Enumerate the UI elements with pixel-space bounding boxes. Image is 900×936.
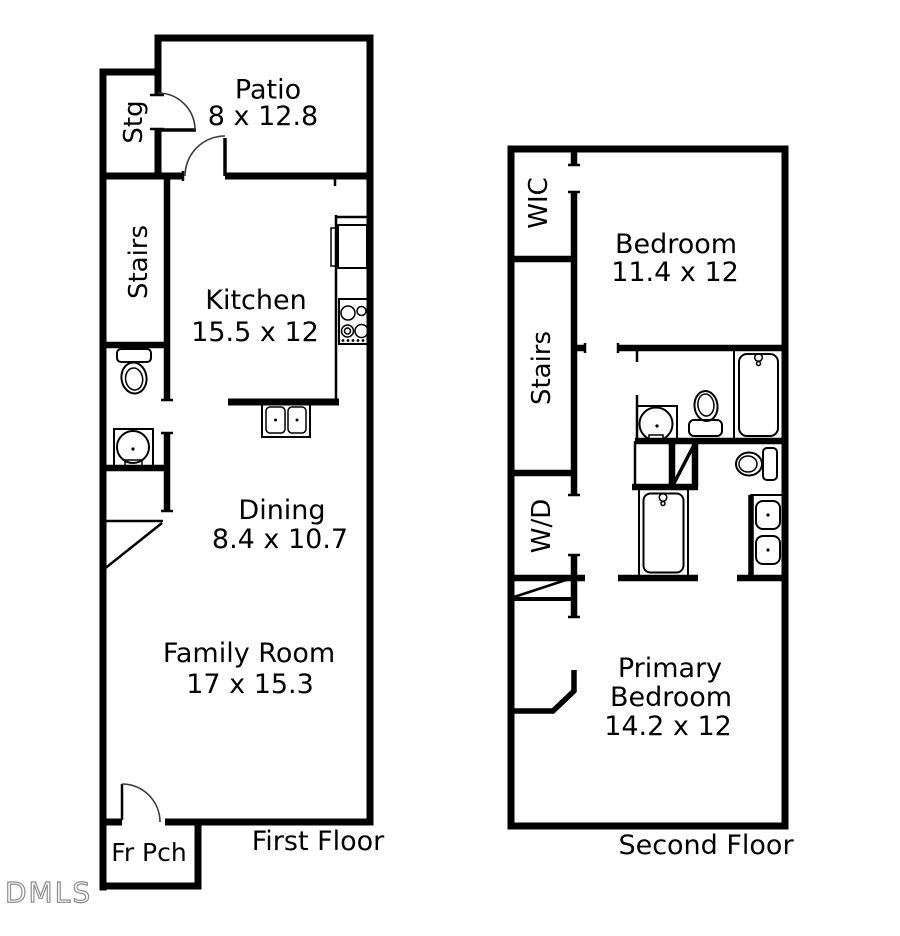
double-vanity-icon xyxy=(750,494,785,578)
front-porch-label: Fr Pch xyxy=(111,838,186,867)
primary-bedroom-label-line1: Primary xyxy=(618,653,722,684)
primary-bedroom-label-line2: Bedroom xyxy=(610,682,732,713)
first-floor-caption: First Floor xyxy=(252,826,385,857)
family-room-label: Family Room xyxy=(163,638,335,669)
bedroom-dims: 11.4 x 12 xyxy=(611,257,739,288)
primary-entry-angled-wall xyxy=(511,670,577,714)
dining-dims: 8.4 x 10.7 xyxy=(212,524,348,555)
kitchen-counter-edge xyxy=(334,215,367,399)
kitchen-dims: 15.5 x 12 xyxy=(191,317,319,348)
patio-door-arc xyxy=(184,135,226,177)
stove-icon xyxy=(338,298,369,345)
kitchen-sink-icon xyxy=(261,402,311,438)
first-floor-wall-ticks xyxy=(103,93,337,523)
refrigerator-icon xyxy=(330,224,368,269)
wic-label: WIC xyxy=(524,177,554,229)
closet-door-leaf xyxy=(102,522,163,571)
second-floor-plan: WIC Bedroom 11.4 x 12 Stairs W/D Primary… xyxy=(507,145,794,861)
second-floor-caption: Second Floor xyxy=(618,830,794,861)
patio-dims: 8 x 12.8 xyxy=(208,101,318,132)
bathroom-sink-icon xyxy=(113,428,154,468)
dmls-watermark: DMLS xyxy=(5,876,92,909)
primary-toilet-icon xyxy=(735,447,778,481)
shower-icon xyxy=(638,488,689,578)
bathroom-door-leaf xyxy=(670,442,697,488)
family-room-dims: 17 x 15.3 xyxy=(186,669,314,700)
bath-toilet-icon xyxy=(688,390,723,437)
kitchen-label: Kitchen xyxy=(205,285,306,316)
bath-sink-icon xyxy=(636,405,678,442)
patio-label: Patio xyxy=(235,75,301,106)
second-floor-outer-walls xyxy=(507,145,789,830)
storage-label: Stg xyxy=(119,100,149,143)
first-floor-outer-walls xyxy=(99,34,374,891)
stairs-label-first: Stairs xyxy=(124,225,154,299)
first-floor-interior-walls xyxy=(99,172,171,511)
stairs-label-second: Stairs xyxy=(527,331,557,405)
storage-door-arc xyxy=(157,92,196,131)
stair-break-diagonal xyxy=(510,576,573,600)
toilet-icon xyxy=(116,348,152,395)
bedroom-label: Bedroom xyxy=(615,229,737,260)
front-porch-door-arc xyxy=(121,783,161,823)
dining-label: Dining xyxy=(238,495,325,526)
first-floor-plan: Patio 8 x 12.8 Stg Stairs Kitchen 15.5 x… xyxy=(99,34,385,891)
washer-dryer-label: W/D xyxy=(527,499,557,554)
primary-bedroom-dims: 14.2 x 12 xyxy=(604,711,732,742)
second-floor-wall-ticks xyxy=(568,163,620,619)
bathtub-icon xyxy=(733,348,784,442)
